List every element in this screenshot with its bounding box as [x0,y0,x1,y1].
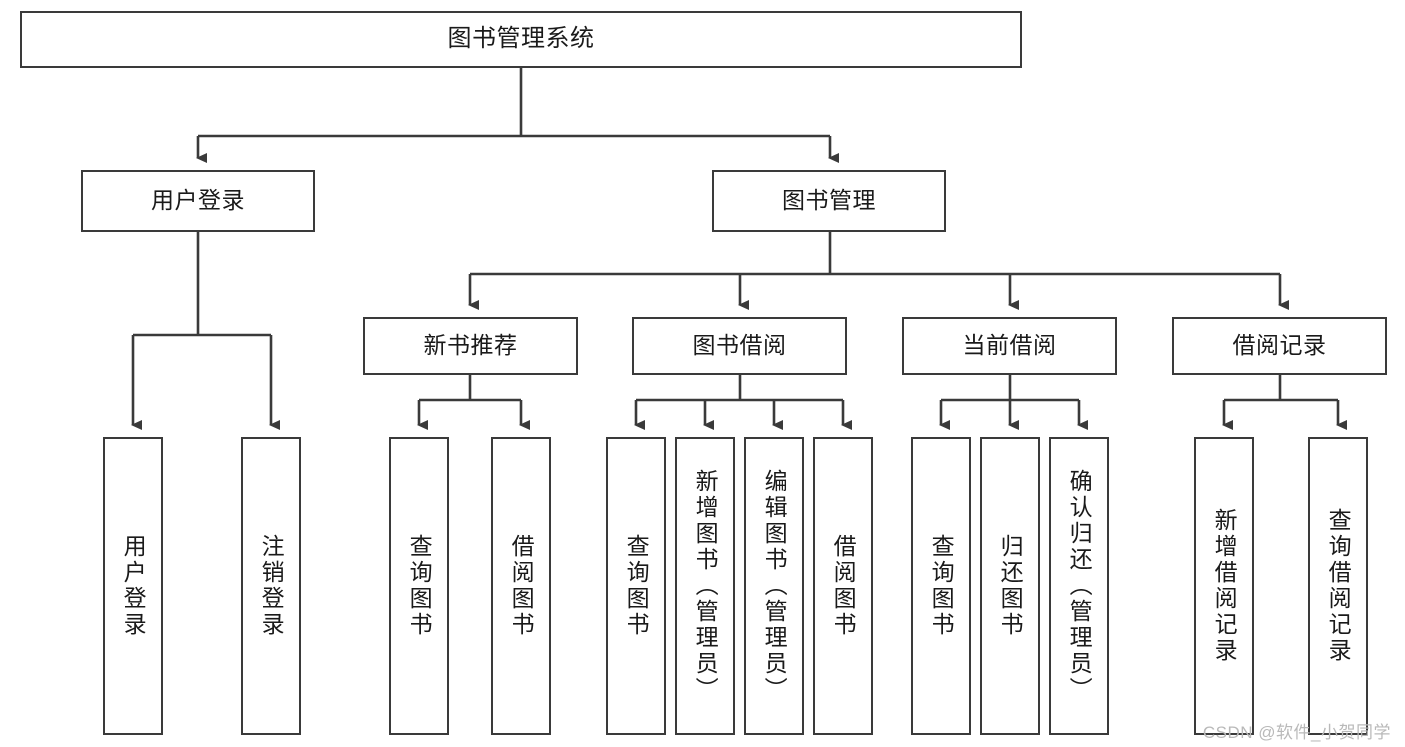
node-user-login-label: 用户登录 [151,187,245,214]
node-leaf-return-book-label: 归还图书 [997,534,1024,638]
node-leaf-query-book-2-label: 查询图书 [623,534,650,638]
node-new-book-recommend[interactable]: 新书推荐 [363,317,578,375]
node-leaf-add-book-label: 新增图书（管理员） [692,469,719,703]
node-leaf-user-login-label: 用户登录 [120,534,147,638]
node-book-manage[interactable]: 图书管理 [712,170,946,232]
node-new-book-recommend-label: 新书推荐 [423,332,518,359]
node-current-borrow-label: 当前借阅 [962,332,1057,359]
node-leaf-query-record[interactable]: 查询借阅记录 [1308,437,1368,735]
node-leaf-borrow-book-2[interactable]: 借阅图书 [813,437,873,735]
node-book-manage-label: 图书管理 [782,187,876,214]
node-leaf-user-logout-label: 注销登录 [258,534,285,638]
node-leaf-add-book[interactable]: 新增图书（管理员） [675,437,735,735]
node-leaf-query-book-1-label: 查询图书 [406,534,433,638]
node-leaf-query-book-2[interactable]: 查询图书 [606,437,666,735]
node-leaf-borrow-book-2-label: 借阅图书 [830,534,857,638]
node-leaf-query-book-1[interactable]: 查询图书 [389,437,449,735]
node-root[interactable]: 图书管理系统 [20,11,1022,68]
node-borrow-record[interactable]: 借阅记录 [1172,317,1387,375]
node-leaf-borrow-book-1-label: 借阅图书 [508,534,535,638]
node-current-borrow[interactable]: 当前借阅 [902,317,1117,375]
node-borrow-record-label: 借阅记录 [1232,332,1327,359]
node-root-label: 图书管理系统 [447,25,595,53]
node-leaf-confirm-return[interactable]: 确认归还（管理员） [1049,437,1109,735]
node-leaf-add-record[interactable]: 新增借阅记录 [1194,437,1254,735]
node-leaf-query-book-3-label: 查询图书 [928,534,955,638]
node-leaf-query-book-3[interactable]: 查询图书 [911,437,971,735]
node-leaf-borrow-book-1[interactable]: 借阅图书 [491,437,551,735]
node-leaf-user-login[interactable]: 用户登录 [103,437,163,735]
node-leaf-add-record-label: 新增借阅记录 [1211,508,1238,664]
node-leaf-confirm-return-label: 确认归还（管理员） [1066,469,1093,703]
watermark: CSDN @软件_小贺同学 [1202,723,1391,742]
node-user-login[interactable]: 用户登录 [81,170,315,232]
node-leaf-edit-book-label: 编辑图书（管理员） [761,469,788,703]
node-book-borrow[interactable]: 图书借阅 [632,317,847,375]
node-leaf-return-book[interactable]: 归还图书 [980,437,1040,735]
node-book-borrow-label: 图书借阅 [692,332,787,359]
node-leaf-edit-book[interactable]: 编辑图书（管理员） [744,437,804,735]
node-leaf-user-logout[interactable]: 注销登录 [241,437,301,735]
node-leaf-query-record-label: 查询借阅记录 [1325,508,1352,664]
